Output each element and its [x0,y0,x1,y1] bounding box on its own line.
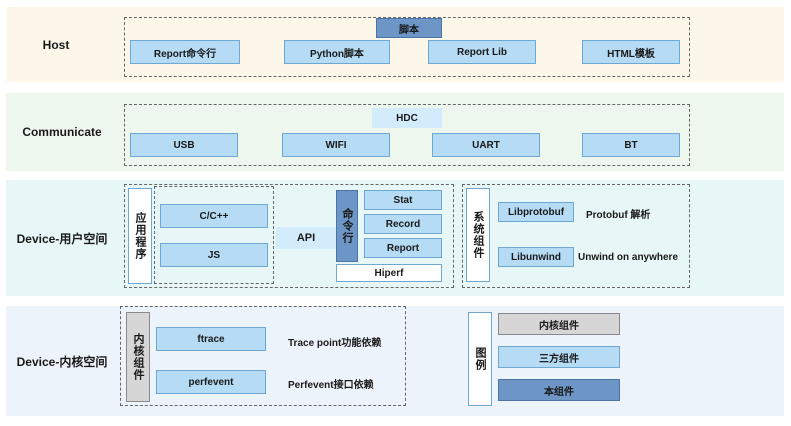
comm-item-uart: UART [432,133,540,157]
communicate-label: Communicate [22,125,102,139]
app-group [154,186,274,284]
host-item-report-cli: Report命令行 [130,40,240,64]
script-title: 脚本 [376,18,442,38]
kernel-item-perfevent-desc: Perfevent接口依赖 [288,380,374,391]
lib-libunwind: Libunwind [498,247,574,267]
comm-item-wifi: WIFI [282,133,390,157]
system-component-group [462,184,690,288]
system-component-label: 系统组件 [466,188,490,282]
communicate-group [124,104,690,166]
hiperf-group [124,184,454,288]
cmd-record: Record [364,214,442,234]
app-item-cpp: C/C++ [160,204,268,228]
legend-item-third-party: 三方组件 [498,346,620,368]
comm-item-usb: USB [130,133,238,157]
lib-libprotobuf-desc: Protobuf 解析 [586,210,651,221]
cmd-stat: Stat [364,190,442,210]
hiperf-label: Hiperf [336,264,442,282]
legend-title: 图例 [468,312,492,406]
host-item-python-script: Python脚本 [284,40,390,64]
kernel-space-label: Device-内核空间 [16,354,108,369]
cmdline-label: 命令行 [336,190,358,262]
host-label: Host [42,37,70,52]
legend-item-this: 本组件 [498,379,620,401]
kernel-item-ftrace: ftrace [156,327,266,351]
cmd-report: Report [364,238,442,258]
host-group [124,17,690,77]
kernel-item-ftrace-desc: Trace point功能依赖 [288,338,382,349]
hdc-title: HDC [372,108,442,128]
host-item-html-template: HTML模板 [582,40,680,64]
host-item-report-lib: Report Lib [428,40,536,64]
app-item-js: JS [160,243,268,267]
api-label: API [276,227,336,249]
kernel-component-label: 内核组件 [126,312,150,402]
user-space-label: Device-用户空间 [16,231,108,246]
lib-libunwind-desc: Unwind on anywhere [578,252,679,263]
kernel-group [120,306,406,406]
kernel-item-perfevent: perfevent [156,370,266,394]
app-label: 应用程序 [128,188,152,284]
lib-libprotobuf: Libprotobuf [498,202,574,222]
legend-item-kernel: 内核组件 [498,313,620,335]
communicate-row [6,93,784,171]
comm-item-bt: BT [582,133,680,157]
